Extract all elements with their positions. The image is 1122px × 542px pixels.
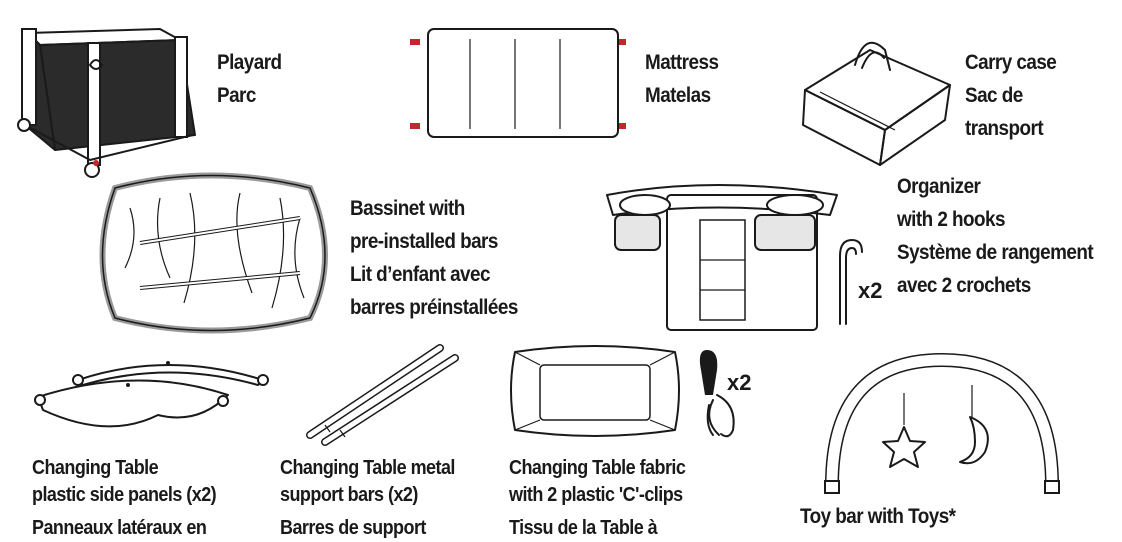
- carry-case-label: Carry case Sac de transport: [965, 51, 1057, 140]
- mattress-label: Mattress Matelas: [645, 51, 719, 107]
- table-fabric-illustration: [510, 345, 680, 437]
- side-panels-illustration: [34, 361, 269, 428]
- organizer-hook-quantity: x2: [858, 278, 883, 303]
- organizer-illustration: [606, 184, 838, 331]
- carry-case-illustration: [802, 41, 951, 166]
- playard-illustration: [17, 28, 196, 178]
- playard-label: Playard Parc: [217, 51, 282, 107]
- toy-bar-label: Toy bar with Toys*: [800, 505, 956, 528]
- toy-bar-illustration: [824, 352, 1060, 494]
- side-panels-label: Changing Table plastic side panels (x2) …: [32, 457, 217, 539]
- mattress-illustration: [410, 28, 626, 138]
- table-fabric-label: Changing Table fabric with 2 plastic 'C'…: [509, 457, 686, 539]
- hook-icon: [839, 239, 863, 325]
- support-bars-label: Changing Table metal support bars (x2) B…: [280, 457, 455, 539]
- bassinet-illustration: [99, 172, 328, 334]
- table-fabric-clip-quantity: x2: [727, 370, 752, 395]
- c-clip-icon: [699, 350, 735, 438]
- support-bars-illustration: [306, 344, 459, 446]
- organizer-label: Organizer with 2 hooks Système de rangem…: [897, 175, 1094, 297]
- bassinet-label: Bassinet with pre-installed bars Lit d’e…: [350, 197, 518, 319]
